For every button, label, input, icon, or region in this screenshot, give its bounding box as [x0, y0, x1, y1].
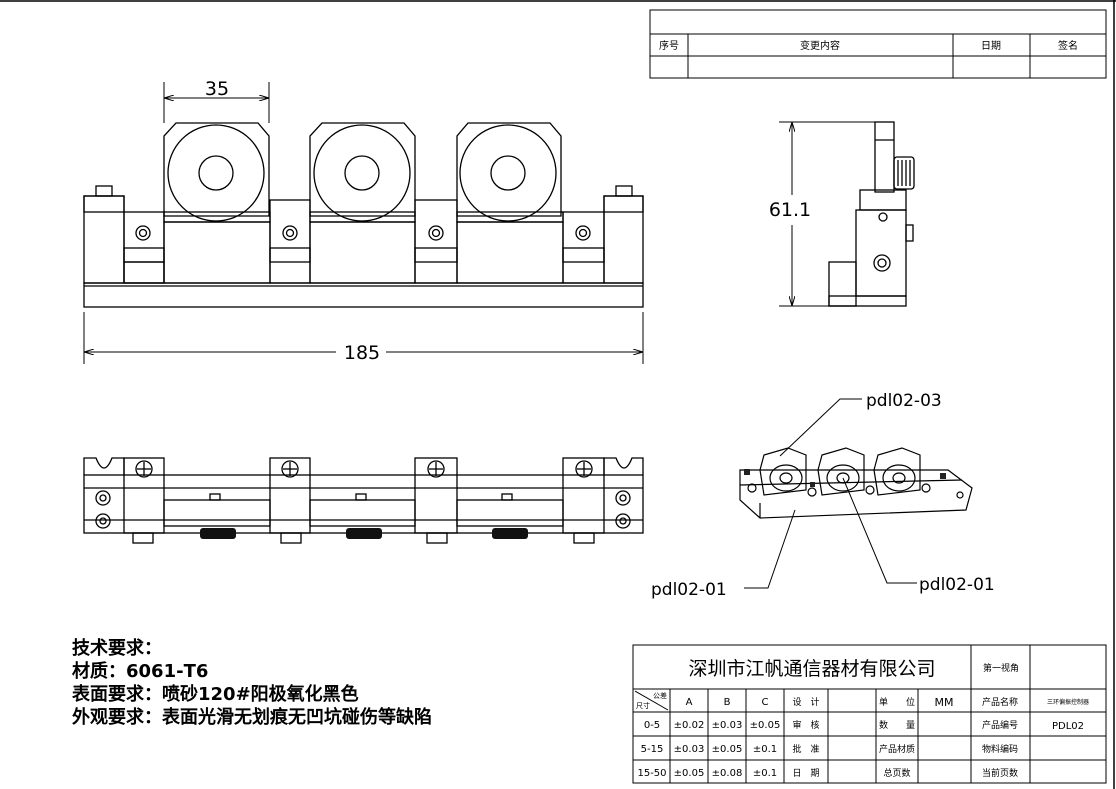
- top-view-knobs: [200, 528, 528, 539]
- requirement-appearance: 外观要求：表面光滑无划痕无凹坑碰伤等缺陷: [72, 707, 432, 728]
- tol-row-1-range: 5-15: [641, 744, 664, 755]
- approval-approve: 批 准: [792, 743, 819, 755]
- callout-pdl02-01-right: pdl02-01: [919, 575, 995, 595]
- dim-185-label: 185: [344, 342, 380, 364]
- callout-pdl02-03: pdl02-03: [866, 391, 942, 411]
- product-code-label: 产品编号: [982, 719, 1018, 731]
- qty-label: 数 量: [879, 719, 915, 731]
- title-block: [632, 644, 1107, 784]
- unit-value: MM: [935, 696, 954, 709]
- product-code-value: PDL02: [1052, 721, 1084, 732]
- rev-header-content: 变更内容: [800, 39, 840, 52]
- side-view: [828, 121, 915, 307]
- material-code-label: 物料编码: [982, 743, 1018, 755]
- requirements-heading: 技术要求：: [72, 638, 162, 659]
- requirement-material: 材质：6061-T6: [72, 661, 209, 682]
- iso-view-shading: [744, 469, 946, 487]
- tol-col-b: B: [724, 697, 731, 708]
- dim-61: [779, 121, 875, 307]
- tol-row-2-range: 15-50: [637, 768, 666, 779]
- approval-design: 设 计: [792, 696, 819, 708]
- approval-date: 日 期: [792, 768, 819, 779]
- iso-view: [739, 447, 973, 519]
- revision-table: [649, 9, 1107, 79]
- callout-pdl02-01-left: pdl02-01: [651, 580, 727, 600]
- dim-35: [163, 82, 270, 123]
- dim-185: [83, 312, 644, 364]
- dim-35-label: 35: [205, 78, 229, 100]
- tol-row-0-range: 0-5: [644, 720, 660, 731]
- leader-lines: [744, 398, 917, 589]
- front-view: [83, 122, 644, 308]
- requirement-surface: 表面要求：喷砂120#阳极氧化黑色: [72, 684, 359, 705]
- tol-row-1-a: ±0.03: [674, 744, 705, 755]
- product-name-label: 产品名称: [982, 696, 1018, 708]
- tol-col-c: C: [762, 697, 769, 708]
- tol-row-0-a: ±0.02: [674, 720, 705, 731]
- company-name: 深圳市江帆通信器材有限公司: [688, 658, 935, 680]
- tol-row-2-c: ±0.1: [753, 768, 777, 779]
- tol-row-1-c: ±0.1: [753, 744, 777, 755]
- tol-row-2-a: ±0.05: [674, 768, 705, 779]
- tol-col-a: A: [686, 697, 693, 708]
- rev-header-no: 序号: [659, 39, 679, 52]
- tol-row-0-c: ±0.05: [750, 720, 781, 731]
- current-page-label: 当前页数: [982, 767, 1018, 779]
- rev-header-date: 日期: [981, 40, 1001, 52]
- unit-label: 单 位: [879, 696, 915, 708]
- size-label: 尺寸: [636, 701, 650, 710]
- total-pages-label: 总页数: [883, 767, 910, 779]
- tolerance-label: 公差: [653, 691, 667, 700]
- view-angle-label: 第一视角: [983, 662, 1019, 674]
- dim-61-label: 61.1: [769, 199, 811, 221]
- tol-row-0-b: ±0.03: [712, 720, 743, 731]
- approval-review: 审 核: [792, 719, 819, 731]
- rev-header-sign: 签名: [1058, 39, 1078, 52]
- product-name-value: 三环偏振控制器: [1047, 698, 1089, 706]
- material-label: 产品材质: [879, 743, 915, 755]
- tol-row-1-b: ±0.05: [712, 744, 743, 755]
- tol-row-2-b: ±0.08: [712, 768, 743, 779]
